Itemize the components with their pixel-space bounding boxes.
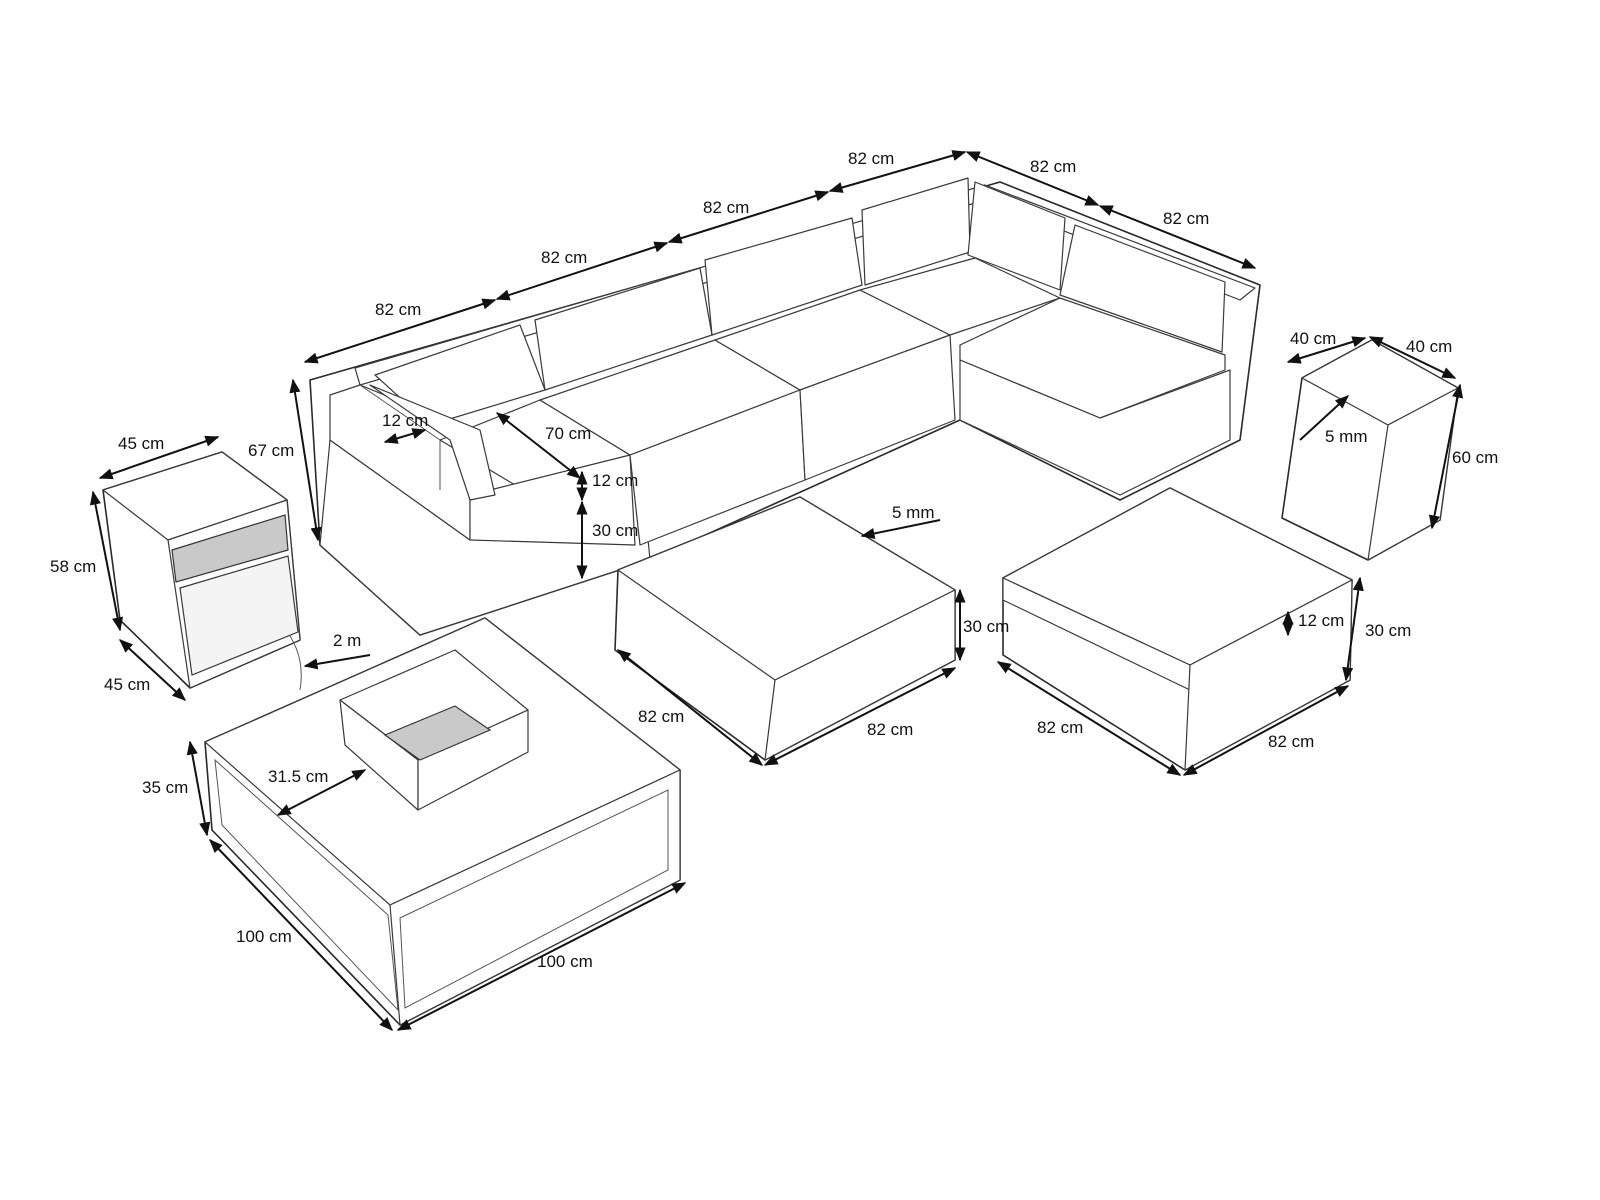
label-side-table-glass: 5 mm [1325, 427, 1368, 446]
label-sofa-back-1: 82 cm [375, 300, 421, 319]
label-sofa-back-4: 82 cm [848, 149, 894, 168]
label-cushion-thickness: 12 cm [592, 471, 638, 490]
label-pouf-width: 82 cm [1037, 718, 1083, 737]
label-ottoman-glass: 5 mm [892, 503, 935, 522]
label-seat-base-height: 30 cm [592, 521, 638, 540]
label-sofa-back-3: 82 cm [703, 198, 749, 217]
label-side-table-width: 40 cm [1290, 329, 1336, 348]
label-firepit-depth: 100 cm [537, 952, 593, 971]
label-sofa-back-2: 82 cm [541, 248, 587, 267]
label-sofa-height: 67 cm [248, 441, 294, 460]
label-armrest-width: 12 cm [382, 411, 428, 430]
gas-tank-cabinet [102, 451, 302, 691]
label-side-table-depth: 40 cm [1406, 337, 1452, 356]
label-side-table-height: 60 cm [1452, 448, 1498, 467]
label-side-cabinet-height: 58 cm [50, 557, 96, 576]
dimension-labels: 82 cm 82 cm 82 cm 82 cm 82 cm 82 cm 67 c… [50, 149, 1498, 971]
label-firepit-width: 100 cm [236, 927, 292, 946]
dimension-lines [89, 150, 1464, 1032]
label-pouf-depth: 82 cm [1268, 732, 1314, 751]
label-gas-hose-length: 2 m [333, 631, 361, 650]
label-sofa-side-2: 82 cm [1163, 209, 1209, 228]
label-side-cabinet-top-width: 45 cm [118, 434, 164, 453]
label-ottoman-width: 82 cm [638, 707, 684, 726]
label-seat-depth: 70 cm [545, 424, 591, 443]
label-pouf-height: 30 cm [1365, 621, 1411, 640]
label-sofa-side-1: 82 cm [1030, 157, 1076, 176]
label-ottoman-depth: 82 cm [867, 720, 913, 739]
label-burner-size: 31.5 cm [268, 767, 328, 786]
label-firepit-height: 35 cm [142, 778, 188, 797]
fire-pit-table [204, 617, 681, 1026]
label-side-cabinet-depth: 45 cm [104, 675, 150, 694]
label-ottoman-height: 30 cm [963, 617, 1009, 636]
label-pouf-cushion: 12 cm [1298, 611, 1344, 630]
